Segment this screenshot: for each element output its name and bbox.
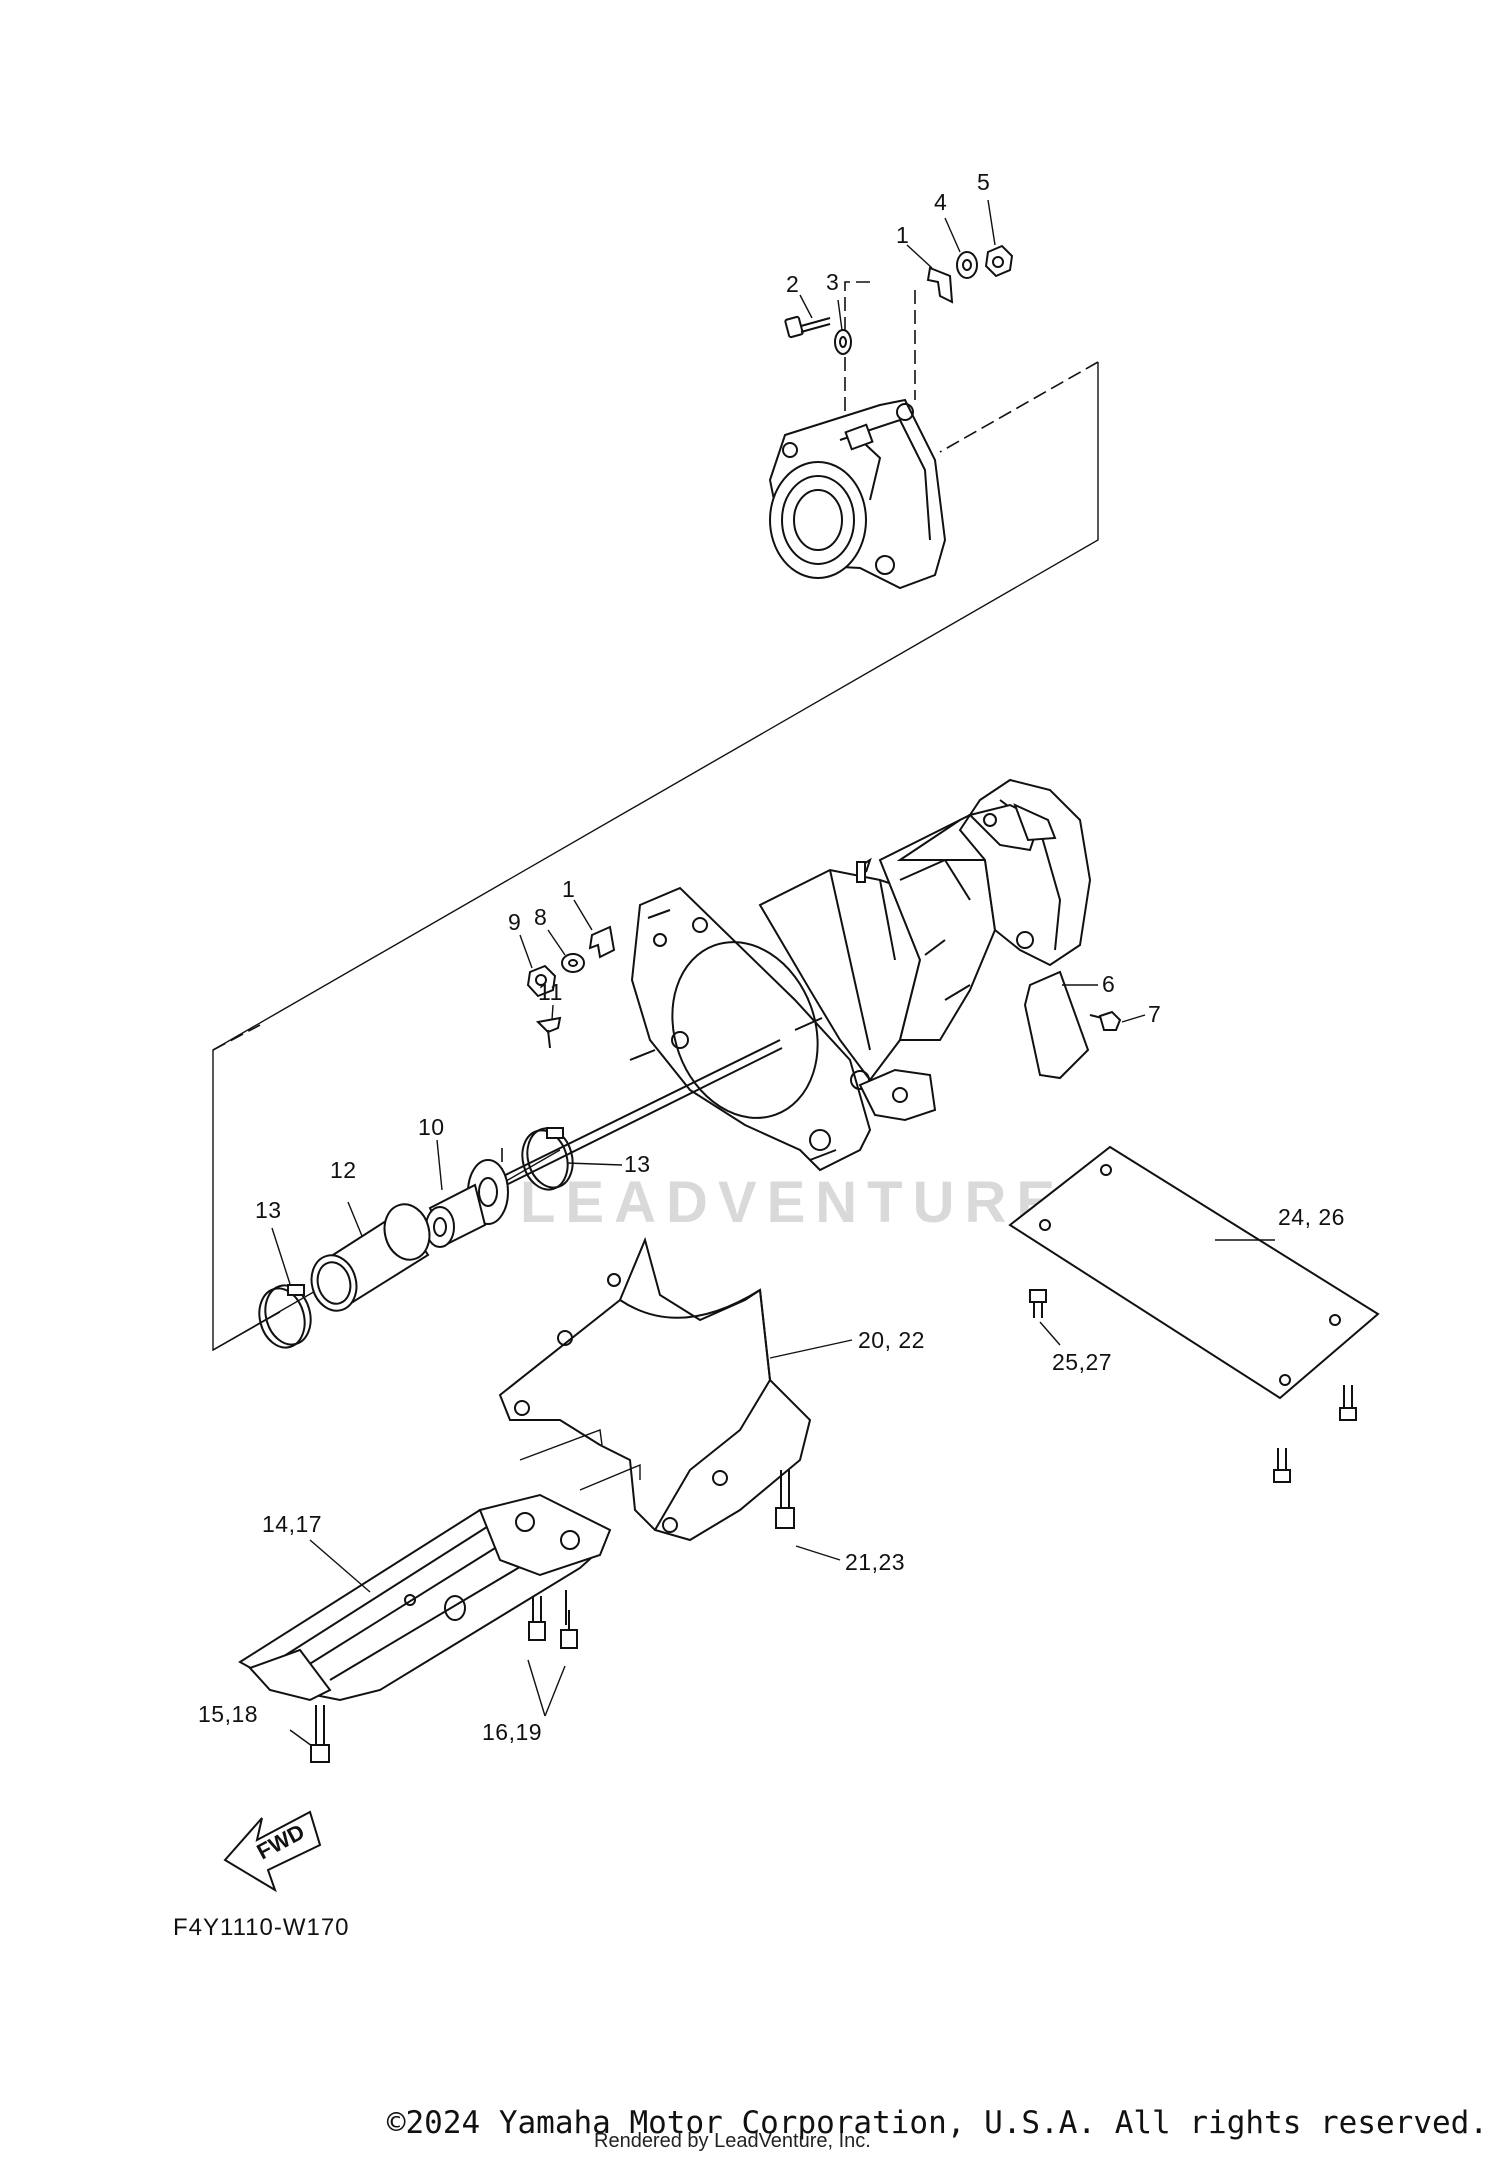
callout-1-mid: 1 [562, 876, 575, 902]
callout-1-top: 1 [896, 222, 909, 248]
bolt-21-23 [775, 1470, 841, 1561]
drive-shaft [484, 1039, 783, 1194]
washer-3 [834, 299, 852, 355]
nut-9 [519, 934, 557, 998]
clip-1-mid [573, 899, 616, 959]
bolts-16-19 [527, 1590, 578, 1717]
callout-3: 3 [826, 269, 839, 295]
screw-11 [535, 1004, 562, 1049]
ride-plate-14-17 [238, 1493, 612, 1702]
callout-13-right: 13 [624, 1151, 651, 1177]
fwd-arrow-icon: FWD [223, 1810, 322, 1893]
clip-1-top [906, 244, 954, 304]
copyright-notice: ©2024 Yamaha Motor Corporation, U.S.A. A… [386, 2105, 1488, 2141]
washer-8 [547, 929, 585, 973]
callout-21-23: 21,23 [845, 1549, 905, 1575]
seal-10 [425, 1139, 509, 1248]
callout-24-26: 24, 26 [1278, 1204, 1345, 1230]
pad-6 [1023, 970, 1098, 1080]
callout-10: 10 [418, 1114, 445, 1140]
callout-25-27: 25,27 [1052, 1349, 1112, 1375]
pump-studs [629, 909, 837, 1161]
callout-20-22: 20, 22 [858, 1327, 925, 1353]
callout-9: 9 [508, 909, 521, 935]
callout-14-17: 14,17 [262, 1511, 322, 1537]
bolts-25-27 [1029, 1289, 1357, 1483]
jet-pump-body [630, 778, 1092, 1172]
callout-7: 7 [1148, 1001, 1161, 1027]
bracket-20-22 [498, 1236, 853, 1542]
plate-24-26 [1008, 1145, 1380, 1400]
upper-bearing-housing [768, 398, 947, 590]
hose-clamp-13-right [521, 1127, 623, 1191]
nut-5 [984, 199, 1014, 278]
callout-6: 6 [1102, 971, 1115, 997]
callout-11: 11 [538, 979, 563, 1005]
callout-15-18: 15,18 [198, 1701, 258, 1727]
diagram-code: F4Y1110-W170 [173, 1914, 350, 1941]
screw-15-18 [289, 1705, 330, 1763]
callout-labels: 1 2 3 4 5 1 8 9 6 7 11 10 12 13 13 24, 2… [198, 169, 1345, 1745]
watermark-text: LEADVENTURE [520, 1170, 1065, 1235]
callout-4: 4 [934, 189, 947, 215]
callout-8: 8 [534, 904, 547, 930]
hose-clamp-13-left [258, 1227, 312, 1349]
callout-2: 2 [786, 271, 799, 297]
callout-12: 12 [330, 1157, 357, 1183]
bolt-7 [1089, 1010, 1146, 1031]
rendered-by-notice: Rendered by LeadVenture, Inc. [594, 2130, 871, 2152]
callout-16-19: 16,19 [482, 1719, 542, 1745]
washer-4 [944, 217, 978, 279]
callout-13-left: 13 [255, 1197, 282, 1223]
bolt-2 [784, 294, 831, 339]
hose-12 [310, 1201, 431, 1312]
callout-5: 5 [977, 169, 990, 195]
